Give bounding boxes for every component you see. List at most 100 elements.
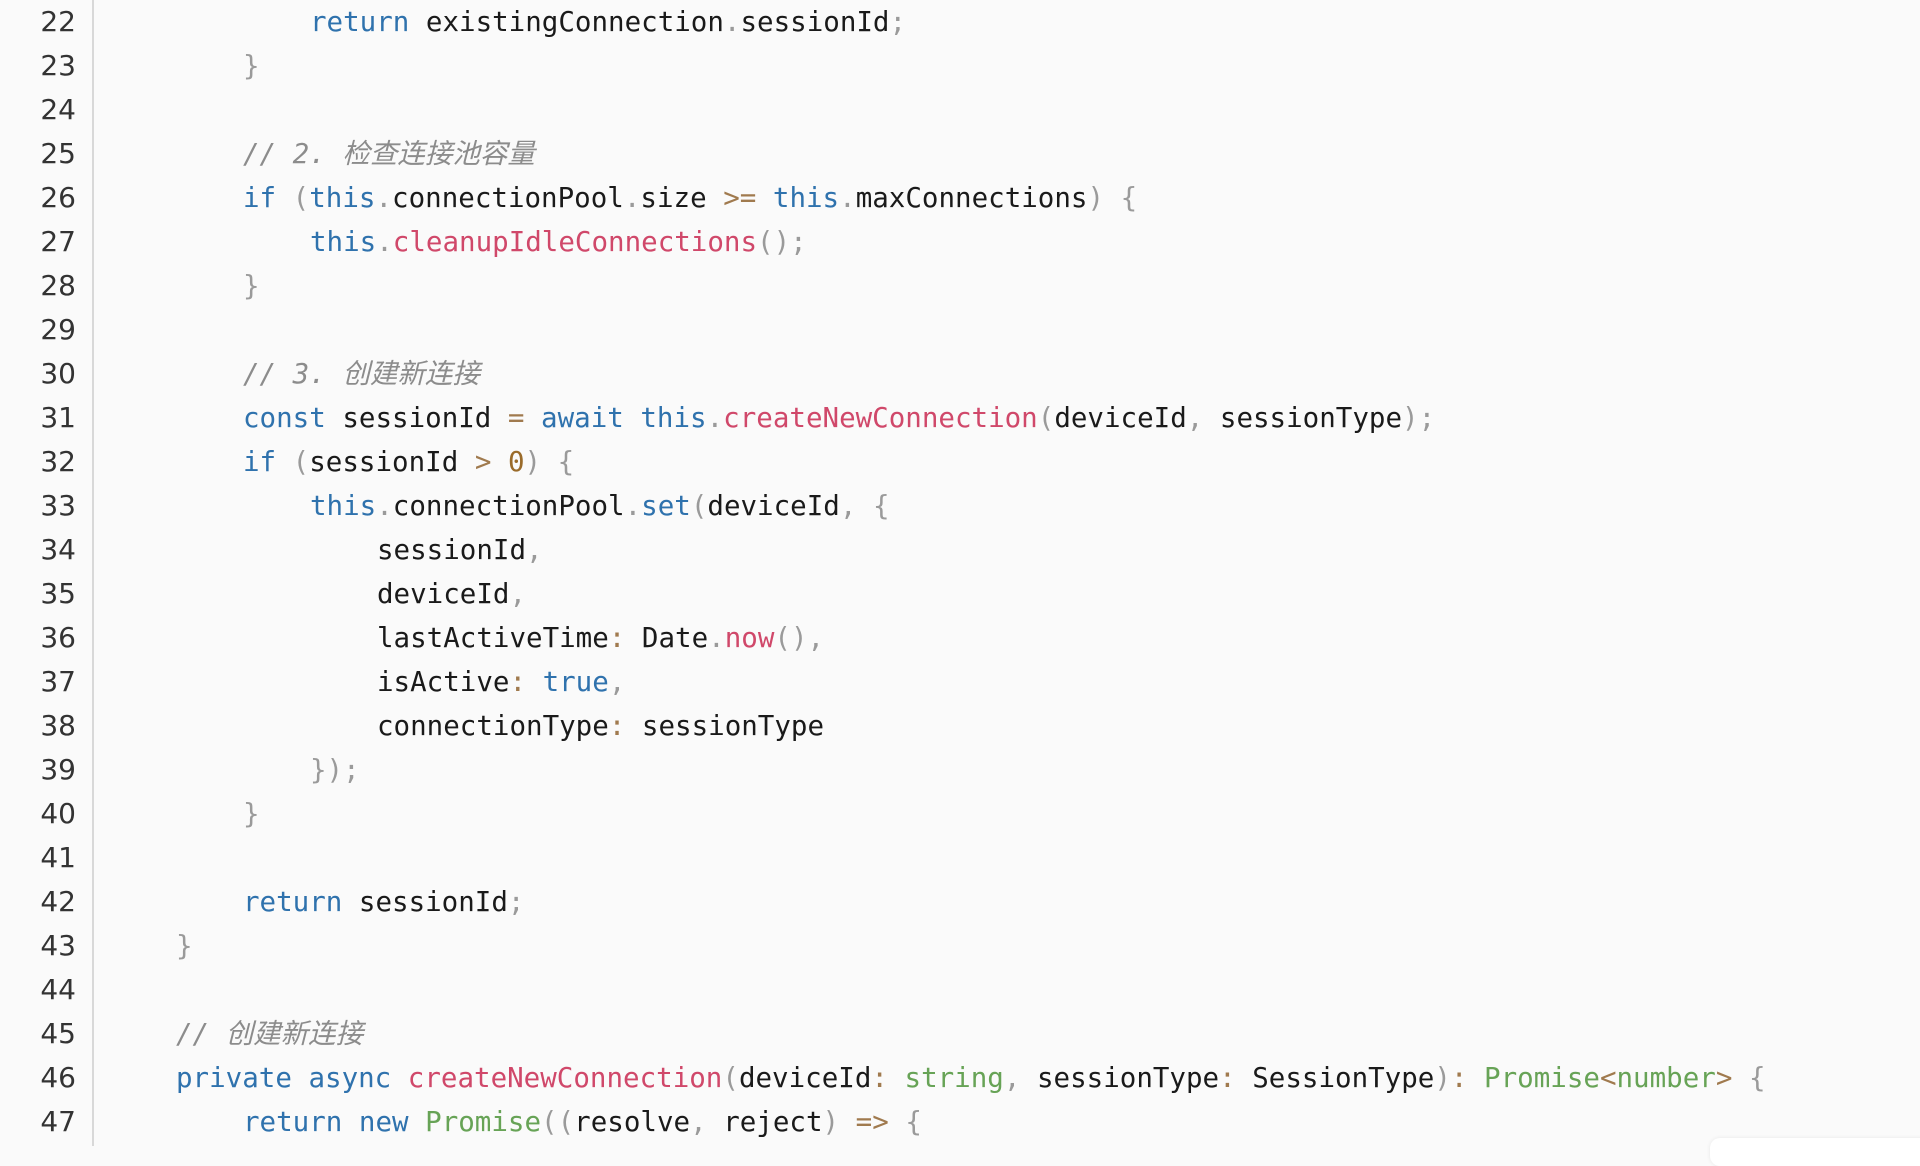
line-number: 41 [40,841,76,874]
line-number: 37 [40,665,76,698]
line-number: 25 [40,137,76,170]
punctuation-token: } [243,798,260,830]
punctuation-token: , [608,666,626,698]
code-line[interactable]: 37 isActive: true, [0,660,1920,704]
identifier-token: deviceId [738,1062,872,1094]
operator-token: : [509,666,527,698]
code-text: return sessionId; [243,880,524,924]
operator-token: => [855,1106,889,1138]
identifier-token: size [640,182,724,214]
identifier-token: connectionType [377,710,609,742]
operator-token: : [1450,1062,1468,1094]
function-name-token: createNewConnection [391,1062,723,1094]
line-number: 27 [40,225,76,258]
punctuation-token: ); [1402,402,1436,434]
punctuation-token: ( [690,490,708,522]
operator-token: < [1599,1062,1617,1094]
code-line[interactable]: 39}); [0,748,1920,792]
code-text: } [243,264,260,308]
punctuation-token: , [1003,1062,1037,1094]
line-number: 28 [40,269,76,302]
code-text: deviceId, [377,572,526,616]
line-number: 29 [40,313,76,346]
code-line[interactable]: 23} [0,44,1920,88]
keyword-token: if [243,182,277,214]
function-name-token: createNewConnection [723,402,1038,434]
keyword-token: private async [176,1062,392,1094]
punctuation-token: . [623,182,641,214]
function-name-token: cleanupIdleConnections [392,226,758,258]
line-number: 45 [40,1017,76,1050]
keyword-token: true [526,666,609,698]
code-text: if (sessionId > 0) { [243,440,574,484]
operator-token: > [474,446,492,478]
identifier-token: deviceId [1054,402,1187,434]
keyword-token: if [243,446,277,478]
code-line[interactable]: 29 [0,308,1920,352]
identifier-token: sessionType [625,710,825,742]
punctuation-token: ( [1037,402,1055,434]
punctuation-token: . [706,402,724,434]
punctuation-token: ( [276,182,310,214]
code-line[interactable]: 30// 3. 创建新连接 [0,352,1920,396]
punctuation-token: . [839,182,856,214]
identifier-token: sessionId [325,402,508,434]
identifier-token: sessionId [377,534,527,566]
punctuation-token: ; [507,886,525,918]
line-number: 43 [40,929,76,962]
code-line[interactable]: 28} [0,264,1920,308]
code-line[interactable]: 41 [0,836,1920,880]
keyword-token: return [243,886,343,918]
code-line[interactable]: 24 [0,88,1920,132]
line-number: 46 [40,1061,76,1094]
code-text: isActive: true, [377,660,625,704]
punctuation-token: ( [276,446,310,478]
identifier-token: existingConnection [409,6,724,38]
punctuation-token: ) [822,1106,856,1138]
code-text: }); [310,748,360,792]
code-text: sessionId, [377,528,543,572]
operator-token: : [608,710,626,742]
operator-token: : [608,622,626,654]
code-line[interactable]: 44 [0,968,1920,1012]
identifier-token: resolve [574,1106,691,1138]
punctuation-token: (); [757,226,807,258]
identifier-token: connectionPool [392,490,625,522]
line-number: 40 [40,797,76,830]
code-line[interactable]: 25// 2. 检查连接池容量 [0,132,1920,176]
code-line[interactable]: 43} [0,924,1920,968]
line-number: 44 [40,973,76,1006]
code-text: const sessionId = await this.createNewCo… [243,396,1435,440]
identifier-token: sessionId [309,446,475,478]
identifier-token: Date [625,622,709,654]
punctuation-token: . [708,622,725,654]
line-number: 47 [40,1105,76,1138]
punctuation-token: . [723,6,741,38]
type-name-token: Promise [408,1106,542,1138]
identifier-token: isActive [377,666,510,698]
code-text: this.connectionPool.set(deviceId, { [310,484,890,528]
comment-token: // 创建新连接 [176,1018,364,1050]
keyword-token: return new [243,1106,409,1138]
punctuation-token: . [375,182,393,214]
code-text: // 3. 创建新连接 [243,352,480,396]
code-line[interactable]: 45 // 创建新连接 [0,1012,1920,1056]
punctuation-token: , [690,1106,724,1138]
type-name-token: Promise [1467,1062,1600,1094]
code-line[interactable]: 40} [0,792,1920,836]
operator-token: > [1715,1062,1733,1094]
